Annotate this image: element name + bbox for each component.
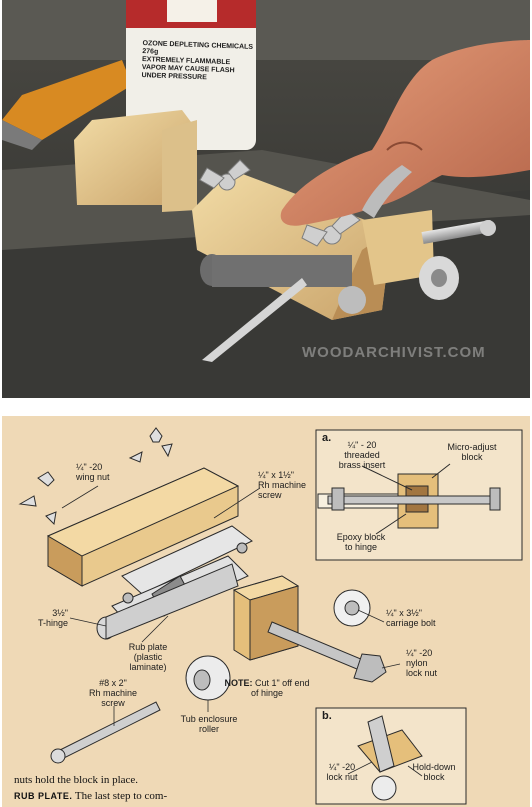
label-epoxy-block: Epoxy block to hinge: [336, 532, 386, 552]
label-nylon-lock-nut: ¼" -20 nylon lock nut: [406, 648, 438, 678]
label-hold-down-block: Hold-down block: [412, 762, 456, 782]
caption-heading: RUB PLATE.: [14, 791, 73, 801]
label-machine-screw: ¼" x 1½" Rh machine screw: [258, 470, 307, 500]
watermark: WOODARCHIVIST.COM: [302, 344, 486, 361]
hinge-note: NOTE: Cut 1" off end of hinge: [224, 678, 310, 698]
label-t-hinge: 3½" T-hinge: [37, 608, 68, 628]
photo-illustration: [2, 0, 530, 398]
label-carriage-bolt: ¼" x 3½" carriage bolt: [386, 608, 436, 628]
inset-a-title: a.: [322, 432, 332, 444]
caption-line-2: RUB PLATE. The last step to com-: [14, 790, 514, 802]
can-label: OZONE DEPLETING CHEMICALS 276g EXTREMELY…: [141, 40, 254, 84]
label-lock-nut: ¼" -20 lock nut: [326, 762, 358, 782]
inset-b-title: b.: [322, 710, 332, 722]
label-micro-adjust-block: Micro-adjust block: [447, 442, 497, 462]
label-wing-nut: ¼" -20 wing nut: [76, 462, 110, 482]
label-tub-roller: Tub enclosure roller: [180, 714, 238, 734]
exploded-diagram: ¼" -20 wing nut ¼" x 1½" Rh machine scre…: [2, 416, 530, 807]
label-8-machine-screw: #8 x 2" Rh machine screw: [88, 678, 138, 708]
label-brass-insert: ¼" - 20 threaded brass insert: [338, 440, 386, 470]
caption-line-1: nuts hold the block in place.: [14, 774, 139, 786]
workshop-photo: OZONE DEPLETING CHEMICALS 276g EXTREMELY…: [2, 0, 530, 398]
note-heading: NOTE:: [224, 678, 253, 688]
label-rub-plate: Rub plate (plastic laminate): [128, 642, 168, 672]
caption-text: The last step to com-: [72, 790, 168, 802]
note-body: Cut 1" off end of hinge: [250, 678, 310, 698]
diagram-illustration: [18, 427, 523, 805]
